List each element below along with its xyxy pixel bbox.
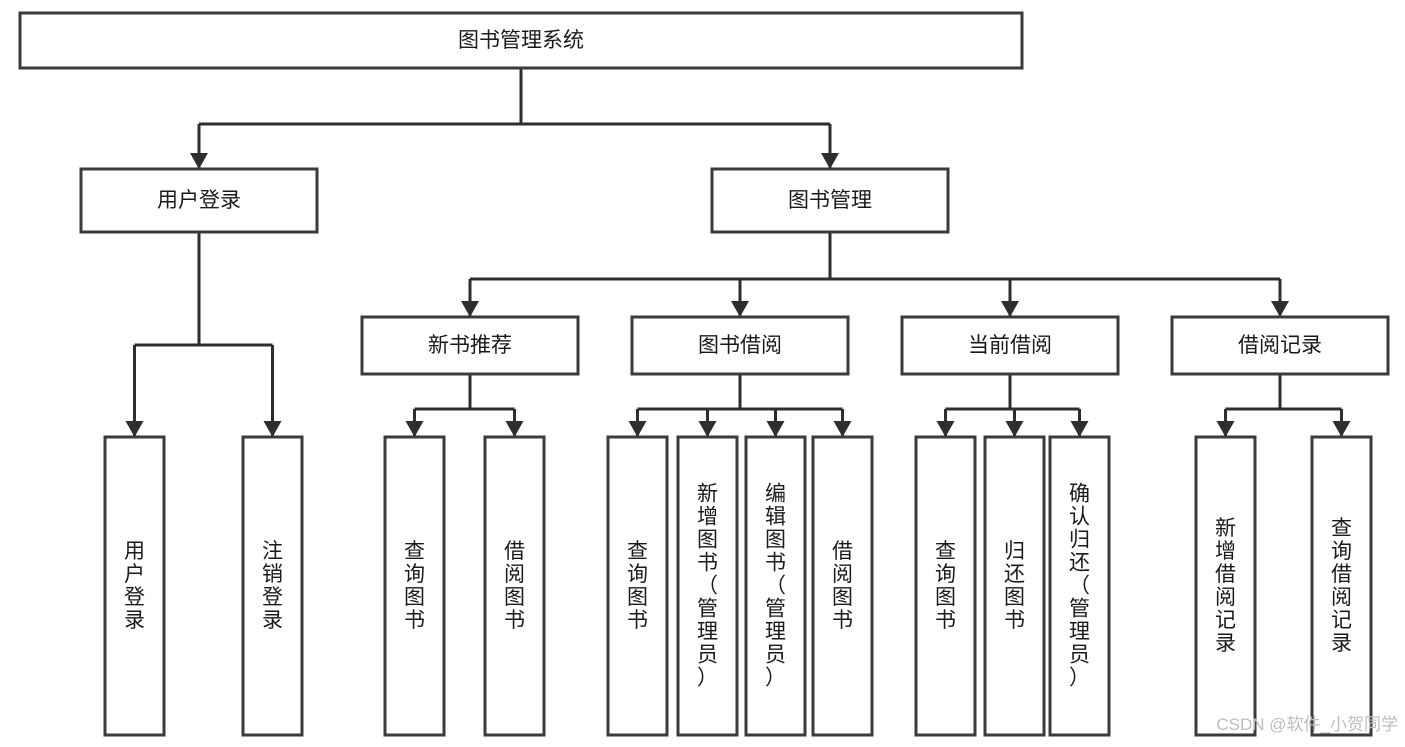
- node-label: 图书管理系统: [458, 29, 584, 52]
- node-box: [1048, 435, 1111, 737]
- node-box: [18, 11, 1024, 70]
- node-leaf-logout-login[interactable]: 注销登录: [241, 435, 304, 737]
- node-box: [1194, 435, 1257, 737]
- node-box: [983, 435, 1046, 737]
- edges-layer: [125, 68, 1351, 437]
- node-leaf-query-borrow-record[interactable]: 查询借阅记录: [1310, 435, 1373, 737]
- edge-arrowhead: [263, 421, 282, 437]
- node-box: [744, 435, 807, 737]
- node-box: [630, 315, 850, 376]
- node-label: 新书推荐: [428, 334, 512, 357]
- node-box: [483, 435, 546, 737]
- node-box: [900, 315, 1120, 376]
- edge-arrowhead: [766, 421, 785, 437]
- node-box: [1170, 315, 1390, 376]
- edge-arrowhead: [628, 421, 647, 437]
- node-box: [676, 435, 739, 737]
- node-leaf-user-login[interactable]: 用户登录: [103, 435, 166, 737]
- node-label: 新增图书（管理员）: [697, 482, 718, 689]
- node-label: 归还图书: [1004, 540, 1025, 632]
- node-leaf-query-book-2[interactable]: 查询图书: [606, 435, 669, 737]
- edge-arrowhead: [505, 421, 524, 437]
- node-leaf-query-book-3[interactable]: 查询图书: [914, 435, 977, 737]
- node-label: 确认归还（管理员）: [1069, 482, 1090, 689]
- node-leaf-add-borrow-record[interactable]: 新增借阅记录: [1194, 435, 1257, 737]
- edge-arrowhead: [833, 421, 852, 437]
- edge-arrowhead: [1271, 301, 1289, 317]
- edge-arrowhead: [405, 421, 424, 437]
- node-borrow-record[interactable]: 借阅记录: [1170, 315, 1390, 376]
- edge-arrowhead: [936, 421, 955, 437]
- node-label: 用户登录: [157, 189, 241, 212]
- edge-group-new-book-recommend: [405, 374, 524, 437]
- node-label: 查询图书: [627, 540, 648, 632]
- node-leaf-borrow-book-1[interactable]: 借阅图书: [483, 435, 546, 737]
- edge-arrowhead: [1070, 421, 1089, 437]
- node-box: [383, 435, 446, 737]
- node-leaf-return-book[interactable]: 归还图书: [983, 435, 1046, 737]
- node-box: [360, 315, 580, 376]
- edge-arrowhead: [1001, 301, 1019, 317]
- node-label: 查询图书: [404, 540, 425, 632]
- node-current-borrow[interactable]: 当前借阅: [900, 315, 1120, 376]
- node-leaf-edit-book-admin[interactable]: 编辑图书（管理员）: [744, 435, 807, 737]
- edge-group-root: [190, 68, 839, 169]
- node-label: 借阅图书: [832, 540, 853, 632]
- node-label: 当前借阅: [968, 334, 1052, 357]
- node-label: 图书管理: [788, 189, 872, 212]
- node-label: 用户登录: [124, 540, 145, 632]
- node-box: [103, 435, 166, 737]
- node-leaf-borrow-book-2[interactable]: 借阅图书: [811, 435, 874, 737]
- edge-group-current-borrow: [936, 374, 1089, 437]
- edge-arrowhead: [731, 301, 749, 317]
- edge-arrowhead: [1005, 421, 1024, 437]
- node-label: 借阅图书: [504, 540, 525, 632]
- node-box: [1310, 435, 1373, 737]
- node-label: 查询借阅记录: [1331, 517, 1352, 655]
- node-label: 查询图书: [935, 540, 956, 632]
- node-box: [241, 435, 304, 737]
- node-leaf-query-book-1[interactable]: 查询图书: [383, 435, 446, 737]
- nodes-layer: 图书管理系统用户登录图书管理新书推荐图书借阅当前借阅借阅记录用户登录注销登录查询…: [18, 11, 1390, 737]
- node-box: [914, 435, 977, 737]
- edge-arrowhead: [1332, 421, 1351, 437]
- node-box: [710, 167, 950, 234]
- edge-group-user-login: [125, 232, 282, 437]
- node-label: 新增借阅记录: [1215, 517, 1236, 655]
- edge-arrowhead: [1216, 421, 1235, 437]
- edge-arrowhead: [125, 421, 144, 437]
- node-book-borrow[interactable]: 图书借阅: [630, 315, 850, 376]
- node-label: 借阅记录: [1238, 334, 1322, 357]
- edge-arrowhead: [190, 153, 208, 169]
- node-box: [811, 435, 874, 737]
- node-label: 编辑图书（管理员）: [765, 482, 786, 689]
- node-label: 注销登录: [262, 540, 283, 632]
- edge-arrowhead: [698, 421, 717, 437]
- edge-arrowhead: [461, 301, 479, 317]
- node-leaf-confirm-return-admin[interactable]: 确认归还（管理员）: [1048, 435, 1111, 737]
- node-book-manage[interactable]: 图书管理: [710, 167, 950, 234]
- edge-group-book-borrow: [628, 374, 852, 437]
- node-box: [79, 167, 319, 234]
- node-new-book-recommend[interactable]: 新书推荐: [360, 315, 580, 376]
- node-root[interactable]: 图书管理系统: [18, 11, 1024, 70]
- watermark-label: CSDN @软件_小贺同学: [1216, 715, 1398, 734]
- node-box: [606, 435, 669, 737]
- node-user-login[interactable]: 用户登录: [79, 167, 319, 234]
- node-label: 图书借阅: [698, 334, 782, 357]
- edge-group-book-manage: [461, 232, 1289, 317]
- edge-arrowhead: [821, 153, 839, 169]
- edge-group-borrow-record: [1216, 374, 1351, 437]
- node-leaf-add-book-admin[interactable]: 新增图书（管理员）: [676, 435, 739, 737]
